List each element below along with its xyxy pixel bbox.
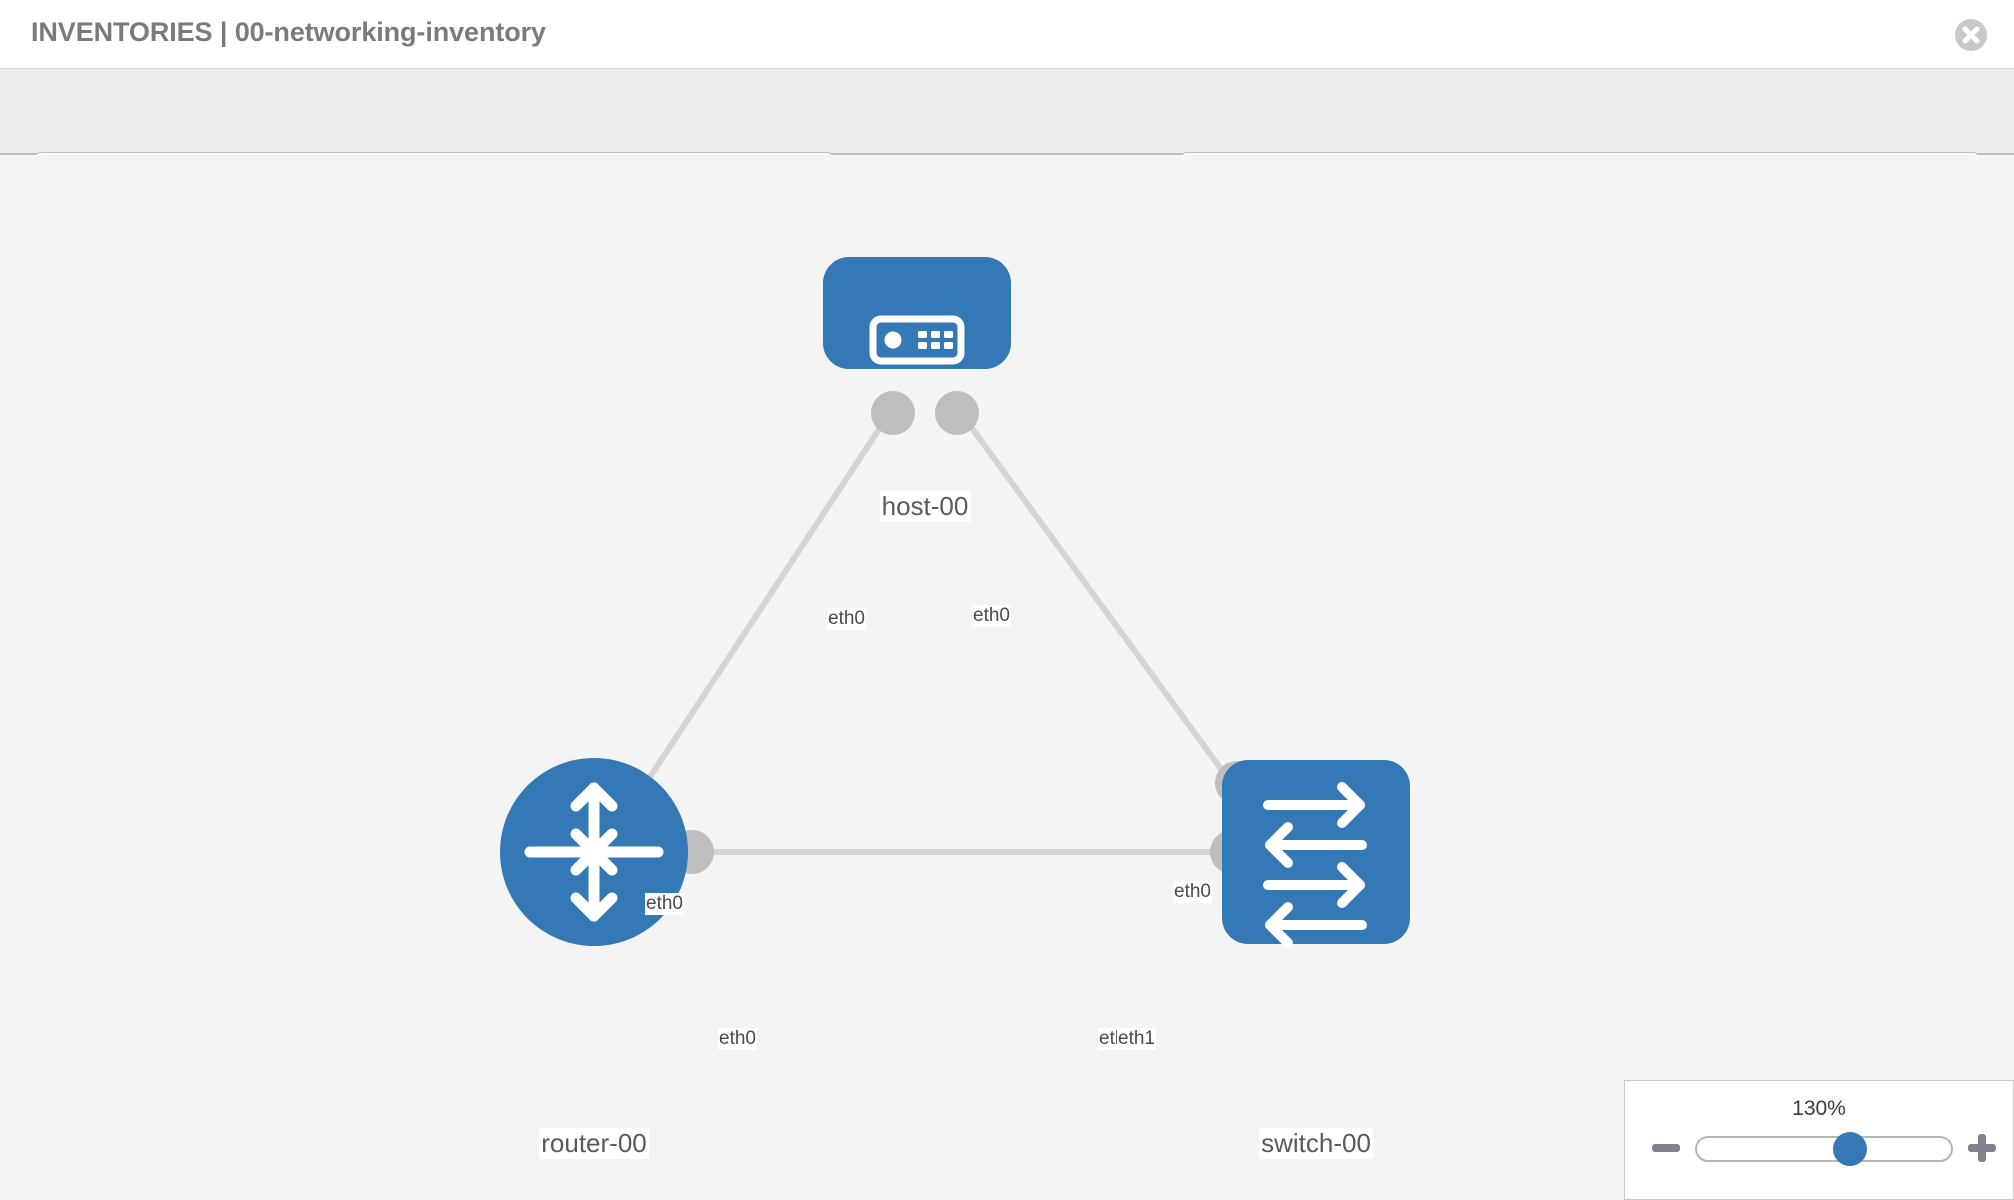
iface-label-router-eth0-up: eth0 — [645, 893, 684, 915]
iface-label-router-eth0: eth0 — [718, 1028, 757, 1050]
connector-host-left — [871, 391, 915, 435]
toolbar: ACTIONS SEARCH — [0, 69, 2014, 202]
connector-host-right — [935, 391, 979, 435]
topology-canvas[interactable]: host-00 router-00 switch-00 eth0 eth0 et… — [0, 155, 2014, 1200]
close-icon[interactable] — [1953, 17, 1989, 53]
plus-icon[interactable] — [1965, 1131, 1999, 1165]
iface-label-host-eth0-left: eth0 — [827, 608, 866, 630]
node-label-switch-00: switch-00 — [1259, 1128, 1373, 1159]
server-icon — [869, 315, 965, 365]
iface-label-switch-eth0-up: eth0 — [1173, 881, 1212, 903]
link-host-router — [622, 403, 898, 817]
node-switch-00[interactable] — [1222, 760, 1410, 948]
node-label-router-00: router-00 — [539, 1128, 649, 1159]
zoom-control-panel: 130% — [1624, 1080, 2014, 1200]
page-header: INVENTORIES | 00-networking-inventory — [0, 0, 2014, 69]
router-arrows-icon — [524, 782, 664, 922]
page-title: INVENTORIES | 00-networking-inventory — [31, 17, 546, 47]
zoom-level-value: 130% — [1792, 1097, 1846, 1120]
node-host-00[interactable] — [823, 257, 1011, 369]
iface-label-switch-eth1: eth1 — [1117, 1028, 1156, 1050]
zoom-slider[interactable] — [1695, 1132, 1953, 1166]
topology-graph — [500, 257, 1410, 948]
zoom-slider-thumb[interactable] — [1833, 1132, 1868, 1166]
node-label-host-00: host-00 — [879, 491, 971, 522]
iface-label-host-eth0-right: eth0 — [972, 605, 1011, 627]
node-router-00[interactable] — [500, 758, 688, 946]
interface-connectors — [670, 391, 1259, 874]
minus-icon[interactable] — [1649, 1131, 1683, 1165]
link-host-switch — [952, 403, 1243, 797]
switch-arrows-icon — [1263, 782, 1367, 948]
